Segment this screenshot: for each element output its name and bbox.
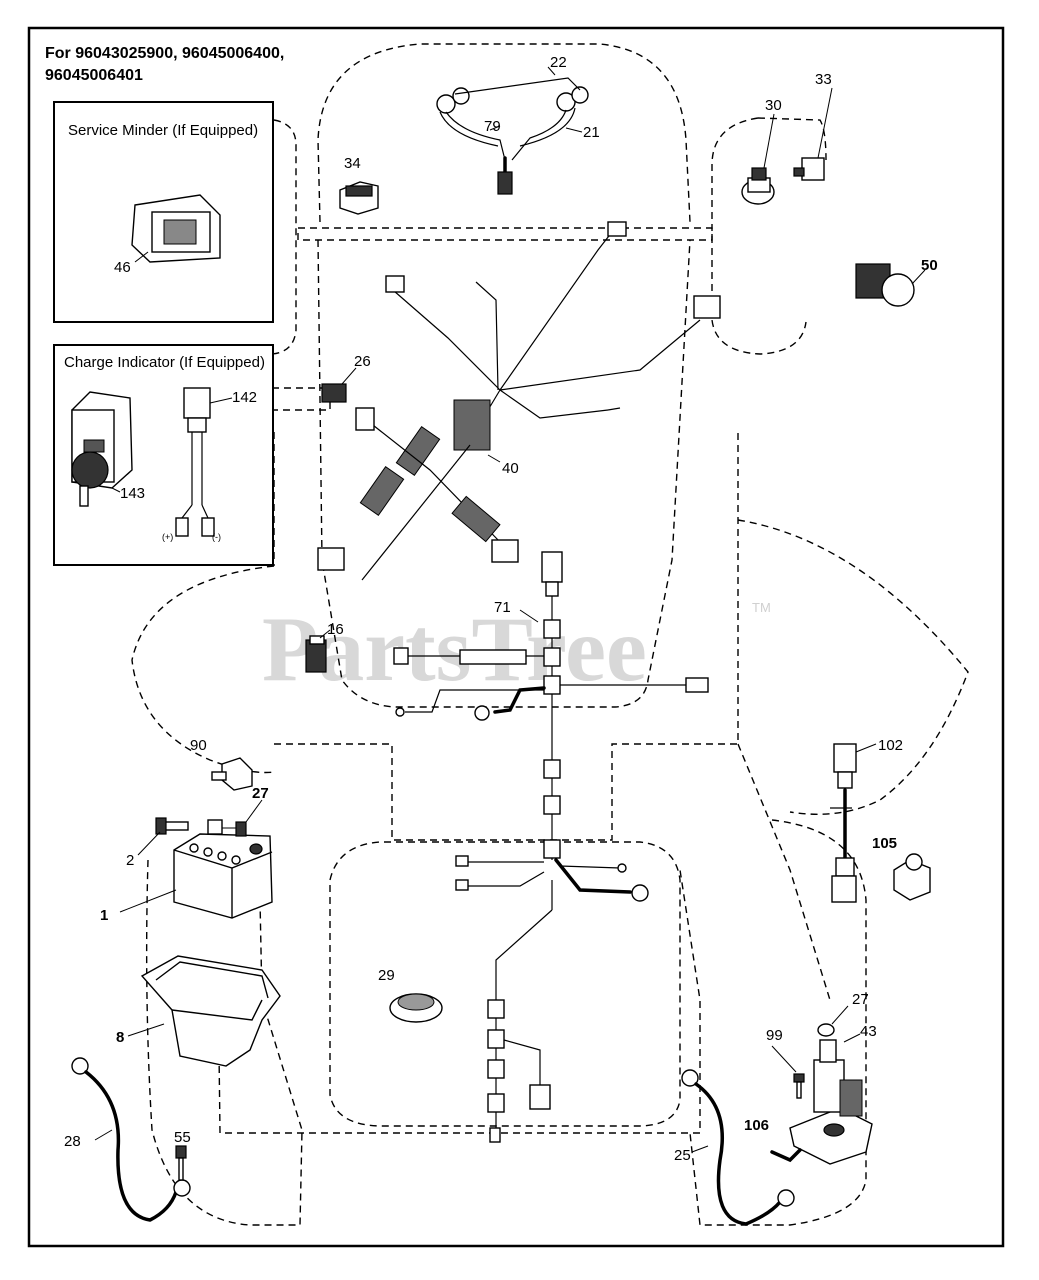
plus-terminal-label: (+) <box>162 532 173 542</box>
callout-34: 34 <box>344 155 361 172</box>
battery-cable-28 <box>71 1057 191 1222</box>
model-header-line1: For 96043025900, 96045006400, <box>45 45 284 62</box>
callout-106: 106 <box>744 1117 769 1134</box>
diagram-frame <box>27 26 1005 1248</box>
charge-indicator-part <box>71 391 133 507</box>
bolt-99 <box>793 1073 805 1099</box>
callout-27-battery: 27 <box>252 785 269 802</box>
solenoid-nut-27 <box>817 1023 835 1037</box>
switch-part-34 <box>339 181 379 215</box>
pto-switch-50 <box>855 263 915 307</box>
watermark-tm: TM <box>752 600 771 615</box>
callout-102: 102 <box>878 737 903 754</box>
battery-bolt-2 <box>155 817 189 835</box>
service-minder-title: Service Minder (If Equipped) <box>68 122 258 139</box>
lower-wire-harness <box>393 551 709 1143</box>
callout-55: 55 <box>174 1129 191 1146</box>
ignition-switch-30 <box>741 167 775 205</box>
battery-nut-27 <box>207 819 247 837</box>
callout-21: 21 <box>583 124 600 141</box>
solenoid-43 <box>789 1039 873 1165</box>
callout-142: 142 <box>232 389 257 406</box>
callout-50: 50 <box>921 257 938 274</box>
bolt-55 <box>175 1145 187 1181</box>
service-minder-part <box>131 194 221 263</box>
charge-indicator-harness <box>175 387 215 537</box>
switch-part-105 <box>893 853 931 901</box>
plug-part-33 <box>793 157 825 181</box>
callout-30: 30 <box>765 97 782 114</box>
callout-71: 71 <box>494 599 511 616</box>
callout-90: 90 <box>190 737 207 754</box>
callout-25: 25 <box>674 1147 691 1164</box>
callout-8: 8 <box>116 1029 124 1046</box>
battery-cable-25 <box>681 1069 795 1226</box>
callout-46: 46 <box>114 259 131 276</box>
callout-28: 28 <box>64 1133 81 1150</box>
callout-29: 29 <box>378 967 395 984</box>
main-wire-harness <box>317 221 721 581</box>
callout-40: 40 <box>502 460 519 477</box>
callout-33: 33 <box>815 71 832 88</box>
seat-switch-harness-102 <box>830 743 857 903</box>
callout-16: 16 <box>327 621 344 638</box>
callout-22: 22 <box>550 54 567 71</box>
callout-43: 43 <box>860 1023 877 1040</box>
headlight-harness <box>436 77 589 195</box>
clip-106 <box>770 1148 802 1163</box>
callout-79: 79 <box>484 118 501 135</box>
battery-part-1 <box>173 833 273 919</box>
callout-27-solenoid: 27 <box>852 991 869 1008</box>
charge-indicator-title: Charge Indicator (If Equipped) <box>64 354 265 371</box>
minus-terminal-label: (-) <box>212 532 221 542</box>
callout-1: 1 <box>100 907 108 924</box>
callout-105: 105 <box>872 835 897 852</box>
callout-2: 2 <box>126 852 134 869</box>
relay-part-16 <box>305 635 327 673</box>
model-header-line2: 96045006401 <box>45 67 143 84</box>
callout-143: 143 <box>120 485 145 502</box>
part-90 <box>211 757 253 791</box>
battery-tray-8 <box>140 955 281 1067</box>
callout-99: 99 <box>766 1027 783 1044</box>
fuse-part-26 <box>321 383 347 403</box>
callout-26: 26 <box>354 353 371 370</box>
part-29 <box>389 993 443 1023</box>
